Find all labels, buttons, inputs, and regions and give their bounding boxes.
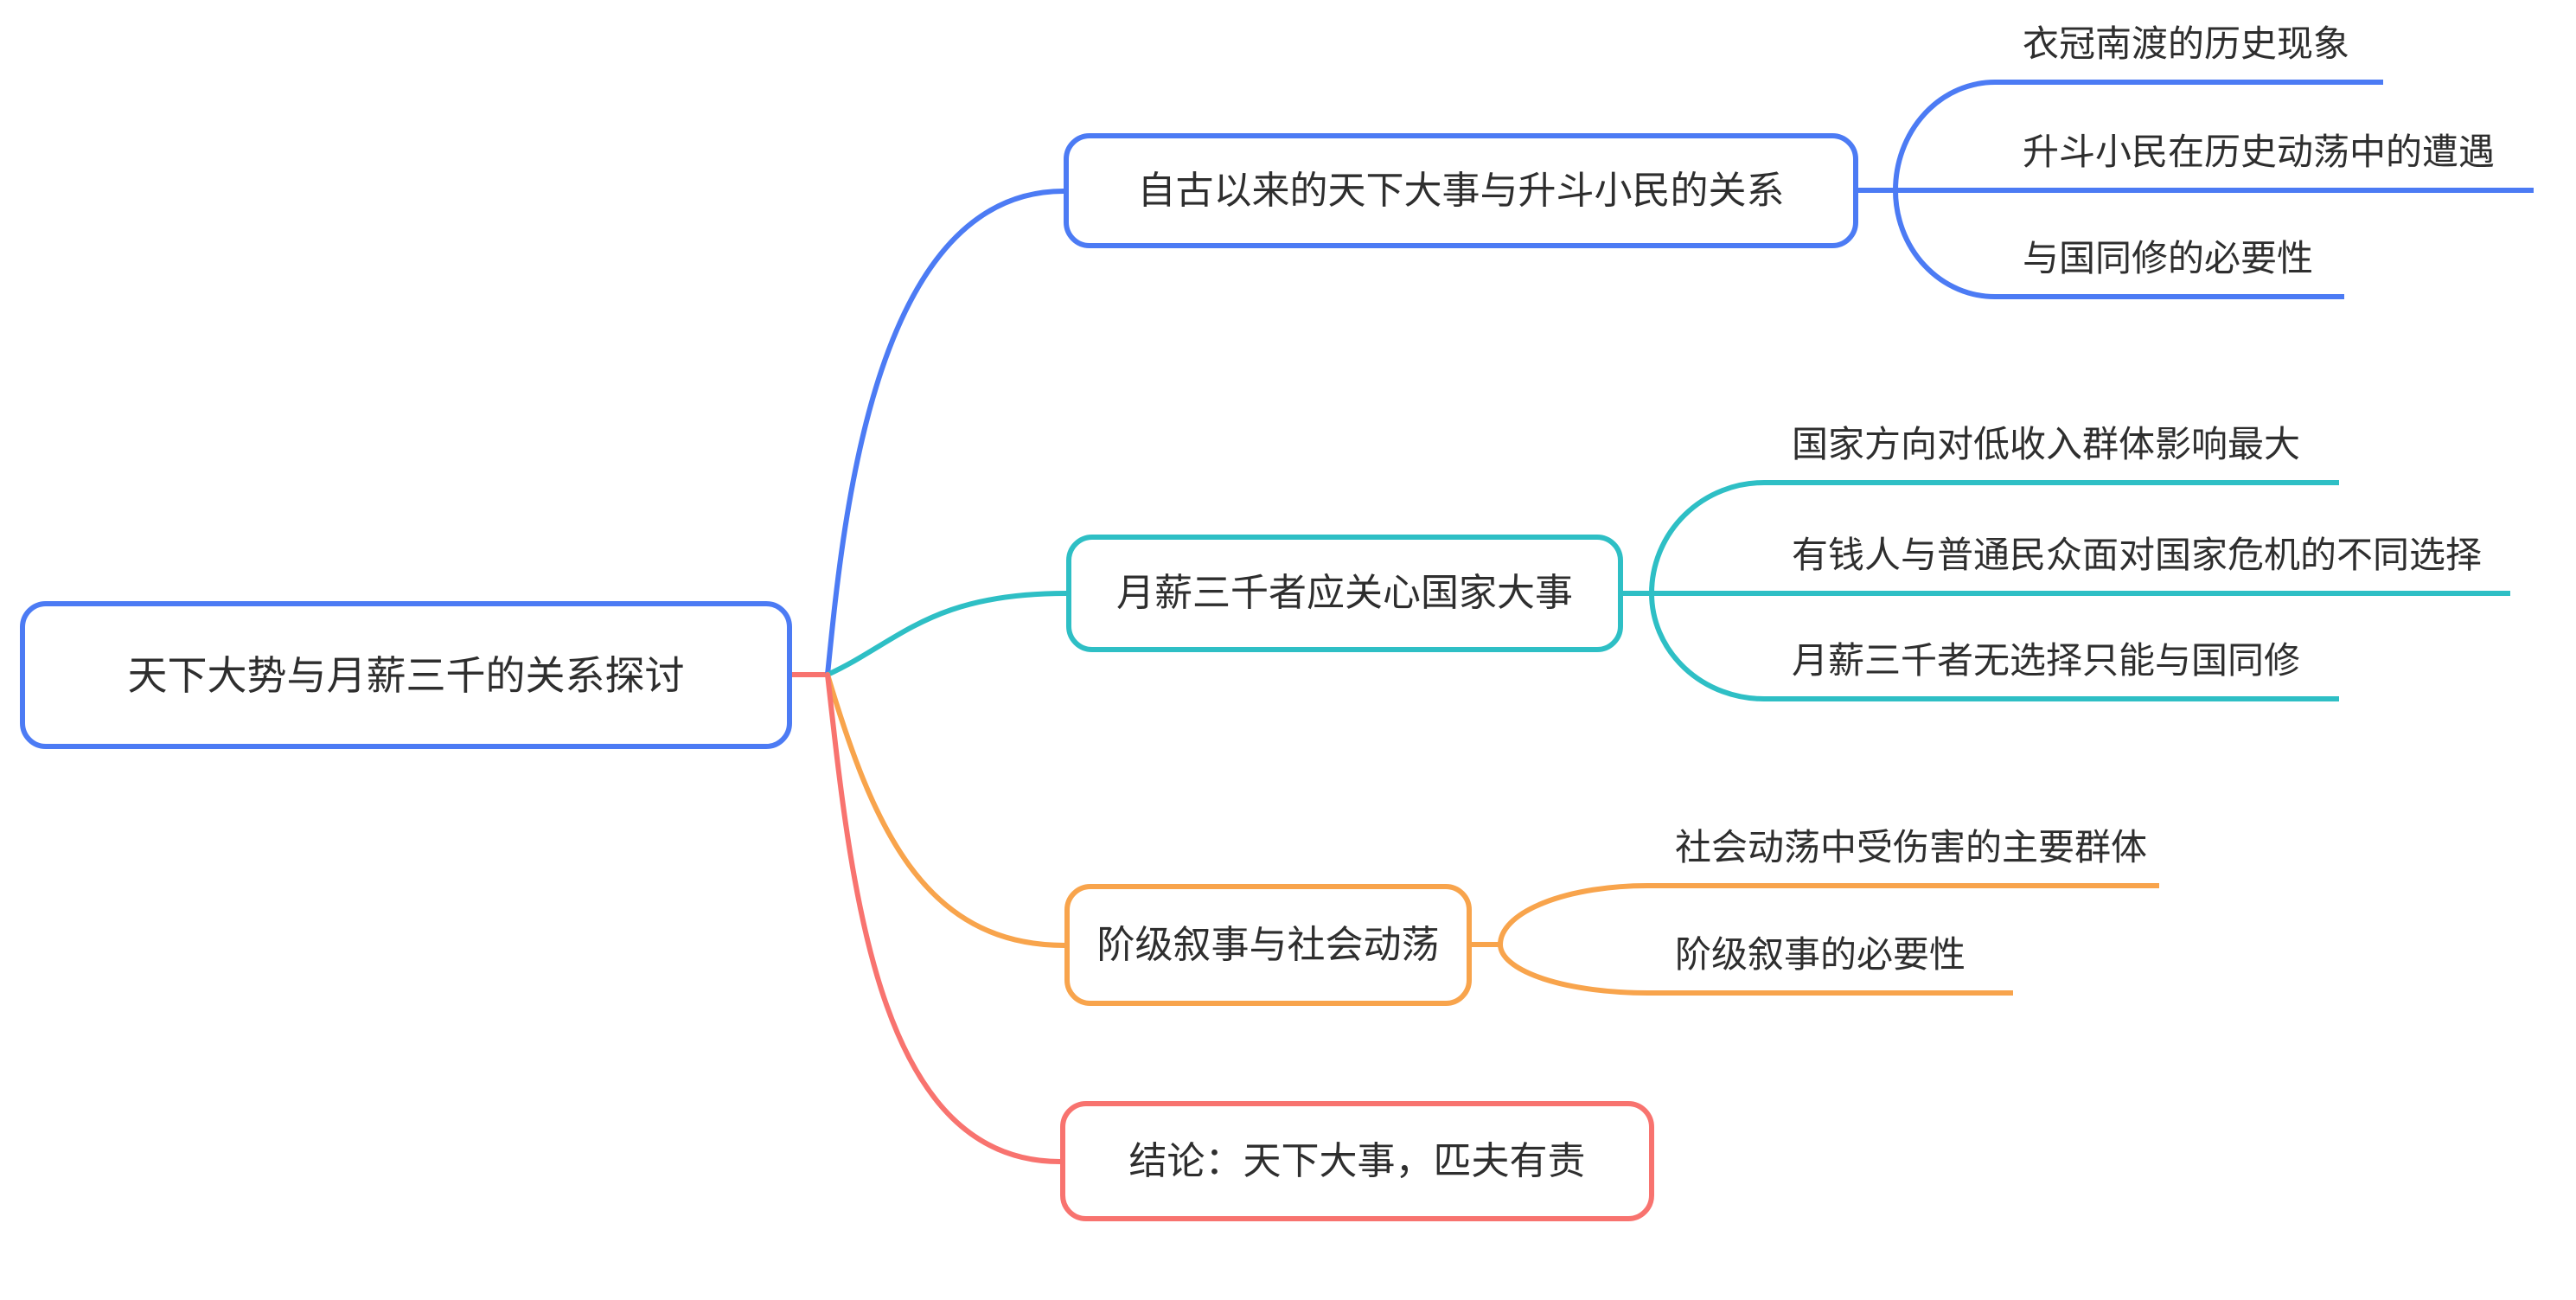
- branch-topic-salary[interactable]: 月薪三千者应关心国家大事: [1066, 535, 1623, 652]
- subtopic-salary-2[interactable]: 有钱人与普通民众面对国家危机的不同选择: [1764, 537, 2510, 596]
- connector-history-to-child-3: [1893, 188, 1998, 299]
- connector-class-to-child-1: [1498, 883, 1650, 947]
- connector-root-to-branch-salary: [825, 591, 1069, 677]
- subtopic-history-1[interactable]: 衣冠南渡的历史现象: [1995, 26, 2383, 85]
- connector-root-to-branch-conclusion: [825, 672, 1063, 1164]
- connector-salary-to-child-3: [1649, 591, 1767, 701]
- root-topic[interactable]: 天下大势与月薪三千的关系探讨: [20, 601, 792, 749]
- connector-class-to-child-2: [1498, 942, 1650, 996]
- branch-topic-conclusion[interactable]: 结论：天下大事，匹夫有责: [1060, 1101, 1654, 1221]
- branch-topic-class[interactable]: 阶级叙事与社会动荡: [1064, 884, 1472, 1006]
- subtopic-class-2[interactable]: 阶级叙事的必要性: [1647, 937, 2013, 996]
- subtopic-salary-3[interactable]: 月薪三千者无选择只能与国同修: [1764, 643, 2339, 701]
- subtopic-class-1[interactable]: 社会动荡中受伤害的主要群体: [1647, 829, 2159, 888]
- connector-root-to-branch-history: [825, 189, 1066, 677]
- subtopic-history-3[interactable]: 与国同修的必要性: [1995, 240, 2344, 299]
- subtopic-salary-1[interactable]: 国家方向对低收入群体影响最大: [1764, 426, 2339, 485]
- connector-salary-to-child-1: [1649, 480, 1767, 596]
- connector-history-to-child-1: [1893, 80, 1998, 193]
- branch-topic-history[interactable]: 自古以来的天下大事与升斗小民的关系: [1064, 133, 1858, 248]
- connector-root-to-branch-class: [825, 672, 1067, 948]
- subtopic-history-2[interactable]: 升斗小民在历史动荡中的遭遇: [1995, 134, 2534, 193]
